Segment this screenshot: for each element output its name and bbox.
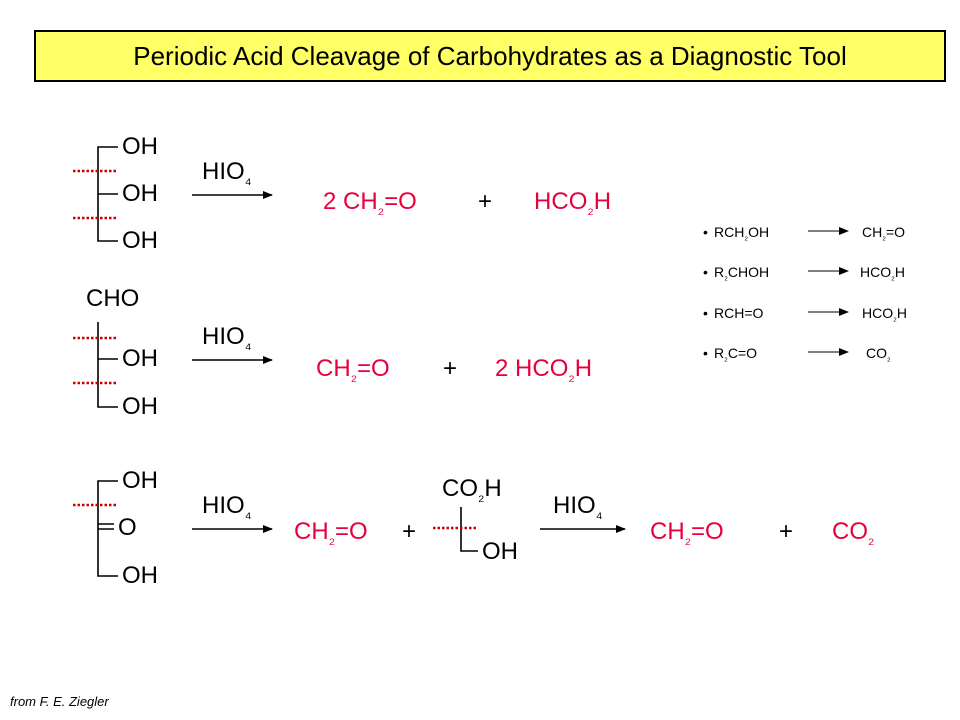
product: 2 HCO₂H (495, 355, 593, 385)
intermediate-group: OH (482, 538, 518, 565)
carbonyl-double-bond (98, 523, 114, 530)
product: CH₂=O (294, 518, 368, 548)
subscript-digit: ₄ (244, 334, 252, 353)
legend-bullet: • (703, 224, 708, 240)
subscript-digit: ₂ (724, 271, 728, 283)
source-credit: from F. E. Ziegler (10, 694, 109, 709)
legend-from: RCH₂OH (714, 224, 770, 243)
plus-sign: + (443, 355, 458, 382)
subscript-digit: ₄ (244, 169, 252, 188)
legend-bullet: • (703, 345, 708, 361)
substrate-3-group: OH (122, 467, 158, 494)
backbone-1 (97, 146, 118, 242)
subscript-digit: ₂ (350, 366, 358, 385)
subscript-digit: ₂ (887, 352, 891, 364)
substrate-2-group: OH (122, 345, 158, 372)
subscript-digit: ₂ (684, 529, 692, 548)
product: HCO₂H (534, 188, 612, 218)
subscript-digit: ₂ (478, 486, 485, 505)
subscript-digit: ₂ (328, 529, 336, 548)
legend-to: HCO₂H (860, 264, 905, 283)
reagent-label: HIO₄ (202, 158, 252, 188)
legend-to: CO₂ (866, 345, 891, 364)
product: 2 CH₂=O (323, 188, 417, 218)
subscript-digit: ₂ (868, 529, 875, 548)
plus-sign: + (478, 188, 493, 215)
subscript-digit: ₂ (891, 271, 895, 283)
legend-from: RCH=O (714, 305, 764, 321)
substrate-3-group: OH (122, 562, 158, 589)
intermediate-backbone (460, 507, 478, 552)
subscript-digit: ₄ (244, 503, 252, 522)
subscript-digit: ₂ (568, 366, 575, 385)
title-banner (34, 30, 946, 82)
subscript-digit: ₄ (595, 503, 603, 522)
substrate-1-group: OH (122, 180, 158, 207)
legend-bullet: • (703, 305, 708, 321)
product: CO₂ (832, 518, 875, 548)
substrate-1-group: OH (122, 133, 158, 160)
legend-to: CH₂=O (862, 224, 906, 243)
intermediate-group: CO₂H (442, 475, 502, 505)
backbone-2 (97, 322, 118, 408)
page-title: Periodic Acid Cleavage of Carbohydrates … (133, 41, 847, 71)
legend-from: R₂C=O (714, 345, 758, 364)
plus-sign: + (402, 518, 417, 545)
substrate-2-group: OH (122, 393, 158, 420)
legend-bullet: • (703, 264, 708, 280)
substrate-3-group: O (118, 514, 137, 541)
product: CH₂=O (316, 355, 390, 385)
plus-sign: + (779, 518, 794, 545)
subscript-digit: ₂ (377, 199, 385, 218)
subscript-digit: ₂ (893, 312, 897, 324)
reagent-label: HIO₄ (202, 323, 252, 353)
subscript-digit: ₂ (724, 352, 728, 364)
legend-to: HCO₂H (862, 305, 907, 324)
subscript-digit: ₂ (744, 231, 749, 243)
legend-from: R₂CHOH (714, 264, 770, 283)
substrate-2-group: CHO (86, 285, 140, 312)
product: CH₂=O (650, 518, 724, 548)
reagent-label: HIO₄ (553, 492, 603, 522)
substrate-1-group: OH (122, 227, 158, 254)
subscript-digit: ₂ (587, 199, 594, 218)
reagent-label: HIO₄ (202, 492, 252, 522)
subscript-digit: ₂ (882, 231, 886, 243)
